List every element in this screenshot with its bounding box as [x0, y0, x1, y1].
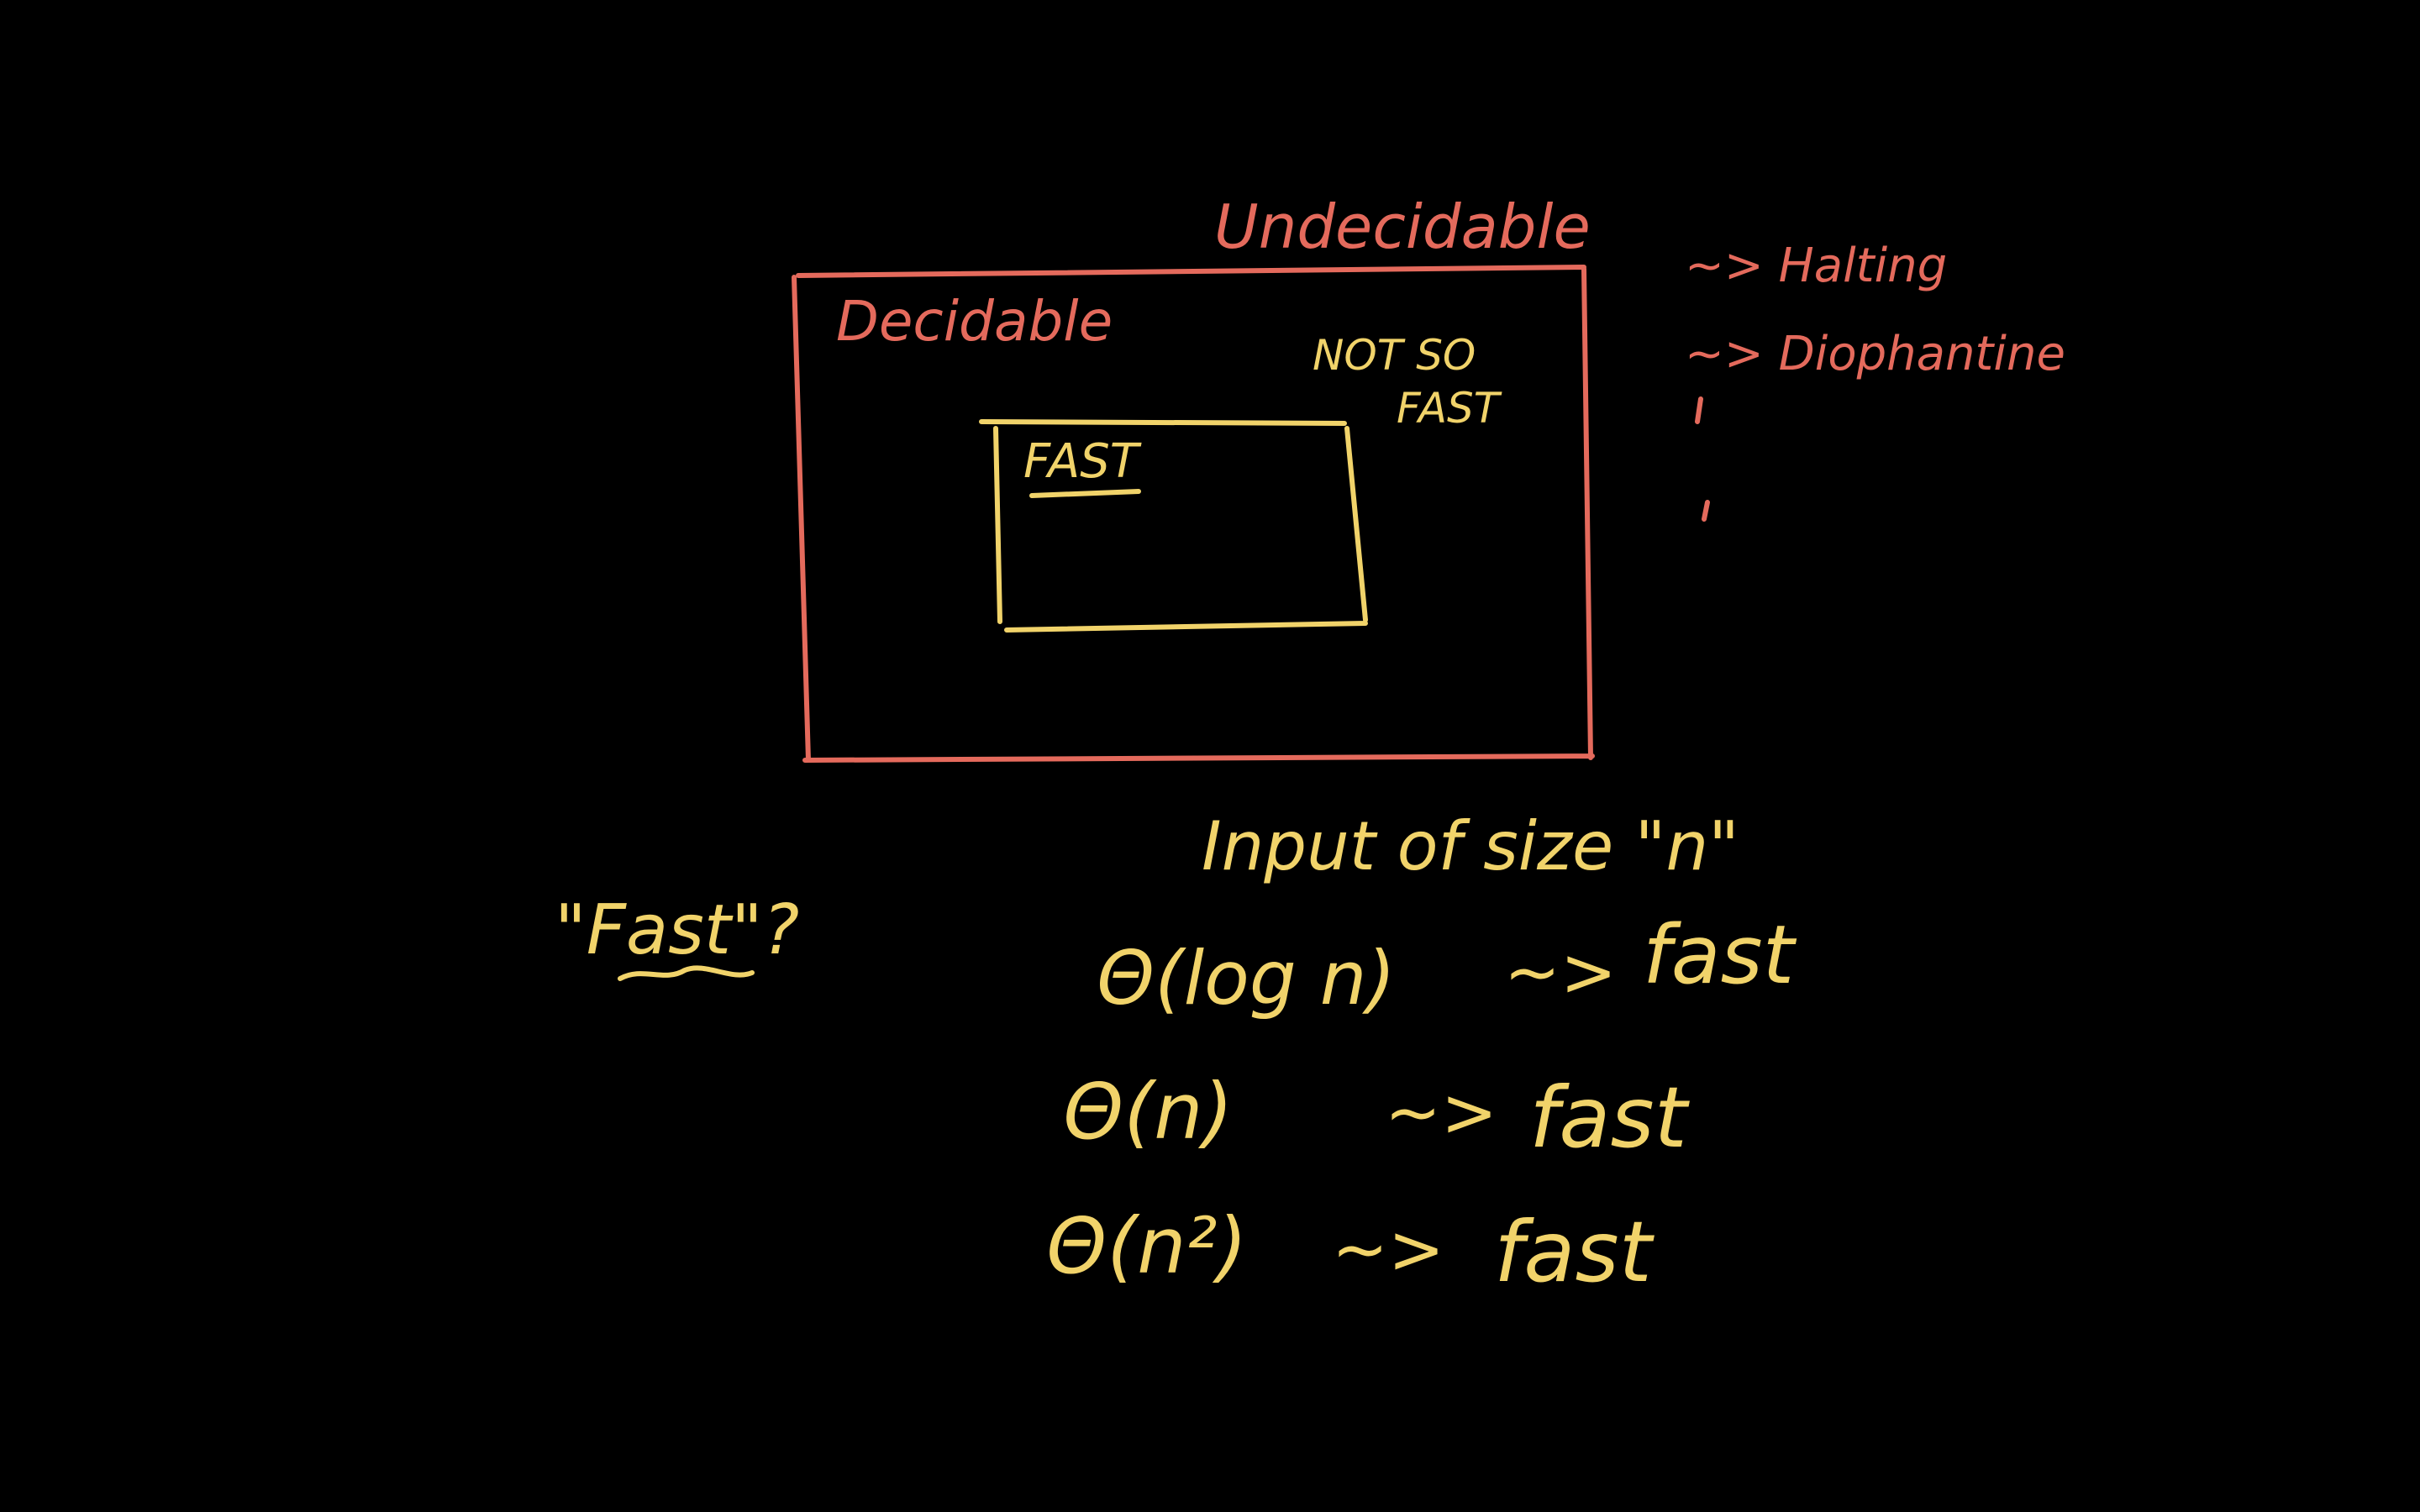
input-size-caption: Input of size "n"	[1202, 807, 1739, 885]
leads-to-arrow: ~>	[1332, 1210, 1444, 1289]
decidable-region-box	[792, 265, 1595, 763]
leads-to-arrow: ~>	[1385, 1074, 1497, 1152]
not-so-fast-label-line2: FAST	[1397, 384, 1502, 433]
complexity-row: Θ(n²) ~> fast	[1046, 1201, 1655, 1301]
leads-to-arrow: ~>	[1504, 933, 1617, 1011]
complexity-notation: Θ(n)	[1063, 1067, 1234, 1157]
complexity-row: Θ(log n) ~> fast	[1097, 908, 1797, 1021]
undecidable-examples-list: ~> Halting ~> Diophantine	[1685, 239, 2065, 522]
decidable-label: Decidable	[836, 289, 1113, 354]
list-tick-mark	[1695, 396, 1710, 522]
complexity-notation: Θ(log n)	[1097, 935, 1396, 1021]
fast-region-box	[979, 419, 1368, 633]
fast-box-label-underline	[1029, 489, 1141, 498]
complexity-verdict: fast	[1494, 1203, 1655, 1301]
not-so-fast-label-line1: NOT SO	[1313, 331, 1476, 380]
example-halting: ~> Halting	[1685, 239, 1947, 293]
fast-question: "Fast"?	[555, 890, 799, 970]
complexity-verdict: fast	[1529, 1068, 1691, 1167]
complexity-notation: Θ(n²)	[1046, 1201, 1247, 1291]
complexity-verdict: fast	[1643, 908, 1797, 1002]
fast-question-underline	[618, 965, 755, 981]
fast-box-label: FAST	[1023, 434, 1142, 489]
undecidable-label: Undecidable	[1214, 192, 1591, 262]
example-diophantine: ~> Diophantine	[1685, 327, 2065, 381]
complexity-row: Θ(n) ~> fast	[1063, 1067, 1691, 1167]
